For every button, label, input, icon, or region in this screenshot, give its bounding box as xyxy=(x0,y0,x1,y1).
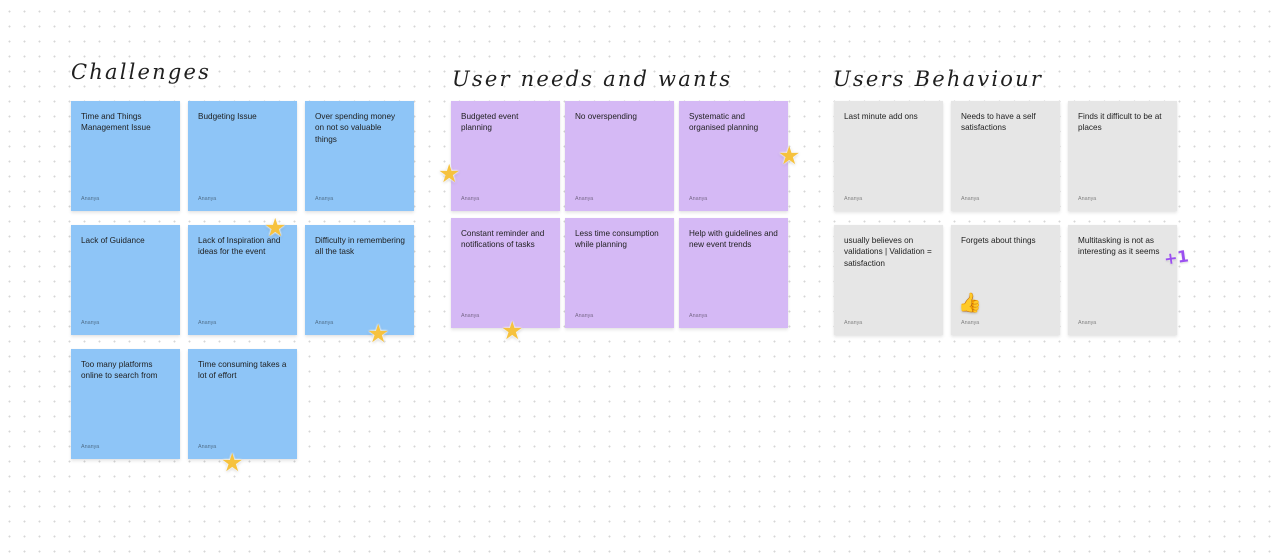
sticky-note[interactable]: Last minute add ons Ananya xyxy=(834,101,943,211)
sticky-note-author: Ananya xyxy=(575,313,594,319)
sticky-note[interactable]: Finds it difficult to be at places Anany… xyxy=(1068,101,1177,211)
sticky-note[interactable]: No overspending Ananya xyxy=(565,101,674,211)
sticky-note-author: Ananya xyxy=(198,320,217,326)
sticky-note-author: Ananya xyxy=(1078,196,1097,202)
sticky-note-text: Help with guidelines and new event trend… xyxy=(689,229,778,250)
sticky-note-author: Ananya xyxy=(315,196,334,202)
star-sticker-icon[interactable]: ★ xyxy=(367,320,390,348)
sticky-note[interactable]: Difficulty in remembering all the task A… xyxy=(305,225,414,335)
sticky-note-text: Time and Things Management Issue xyxy=(81,112,151,133)
thumbs-up-sticker-icon[interactable]: 👍 xyxy=(958,293,982,314)
sticky-note[interactable]: Systematic and organised planning Ananya xyxy=(679,101,788,211)
sticky-note-text: Too many platforms online to search from xyxy=(81,360,158,381)
sticky-note-text: Budgeted event planning xyxy=(461,112,519,133)
sticky-note[interactable]: Over spending money on not so valuable t… xyxy=(305,101,414,211)
plus-one-sticker-icon[interactable]: +1 xyxy=(1162,246,1190,269)
sticky-note[interactable]: Forgets about things Ananya xyxy=(951,225,1060,335)
sticky-note-text: Finds it difficult to be at places xyxy=(1078,112,1162,133)
sticky-note-author: Ananya xyxy=(461,313,480,319)
sticky-note-author: Ananya xyxy=(961,320,980,326)
star-sticker-icon[interactable]: ★ xyxy=(264,214,287,242)
sticky-note-author: Ananya xyxy=(689,313,708,319)
sticky-note-author: Ananya xyxy=(81,196,100,202)
user-needs-title: User needs and wants xyxy=(452,67,733,91)
star-sticker-icon[interactable]: ★ xyxy=(438,160,461,188)
sticky-note[interactable]: Multitasking is not as interesting as it… xyxy=(1068,225,1177,335)
sticky-note-text: Less time consumption while planning xyxy=(575,229,659,250)
sticky-note-text: Last minute add ons xyxy=(844,112,918,121)
sticky-note-author: Ananya xyxy=(844,196,863,202)
sticky-note-author: Ananya xyxy=(961,196,980,202)
sticky-note-author: Ananya xyxy=(81,444,100,450)
sticky-note[interactable]: Too many platforms online to search from… xyxy=(71,349,180,459)
sticky-note-text: Difficulty in remembering all the task xyxy=(315,236,405,257)
sticky-note-text: Over spending money on not so valuable t… xyxy=(315,112,396,144)
sticky-note-author: Ananya xyxy=(461,196,480,202)
sticky-note-text: Lack of Guidance xyxy=(81,236,145,245)
sticky-note-author: Ananya xyxy=(198,444,217,450)
star-sticker-icon[interactable]: ★ xyxy=(778,142,801,170)
sticky-note-text: Systematic and organised planning xyxy=(689,112,759,133)
sticky-note[interactable]: Time and Things Management Issue Ananya xyxy=(71,101,180,211)
sticky-note-author: Ananya xyxy=(1078,320,1097,326)
sticky-note-text: Multitasking is not as interesting as it… xyxy=(1078,236,1160,257)
sticky-note-text: usually believes on validations | Valida… xyxy=(844,236,932,268)
star-sticker-icon[interactable]: ★ xyxy=(501,317,524,345)
sticky-note[interactable]: Lack of Guidance Ananya xyxy=(71,225,180,335)
sticky-note-text: Constant reminder and notifications of t… xyxy=(461,229,545,250)
sticky-note-text: Time consuming takes a lot of effort xyxy=(198,360,287,381)
sticky-note-text: Forgets about things xyxy=(961,236,1036,245)
sticky-note-author: Ananya xyxy=(81,320,100,326)
sticky-note-text: Budgeting Issue xyxy=(198,112,257,121)
sticky-note-text: No overspending xyxy=(575,112,637,121)
sticky-note-author: Ananya xyxy=(844,320,863,326)
sticky-note-text: Needs to have a self satisfactions xyxy=(961,112,1036,133)
sticky-note[interactable]: Needs to have a self satisfactions Anany… xyxy=(951,101,1060,211)
sticky-note[interactable]: usually believes on validations | Valida… xyxy=(834,225,943,335)
sticky-note[interactable]: Help with guidelines and new event trend… xyxy=(679,218,788,328)
sticky-note[interactable]: Budgeting Issue Ananya xyxy=(188,101,297,211)
sticky-note[interactable]: Lack of Inspiration and ideas for the ev… xyxy=(188,225,297,335)
users-behaviour-title: Users Behaviour xyxy=(833,67,1044,91)
challenges-title: Challenges xyxy=(71,60,212,84)
sticky-note-author: Ananya xyxy=(198,196,217,202)
sticky-note[interactable]: Time consuming takes a lot of effort Ana… xyxy=(188,349,297,459)
sticky-note-text: Lack of Inspiration and ideas for the ev… xyxy=(198,236,281,257)
sticky-note[interactable]: Less time consumption while planning Ana… xyxy=(565,218,674,328)
sticky-note[interactable]: Constant reminder and notifications of t… xyxy=(451,218,560,328)
star-sticker-icon[interactable]: ★ xyxy=(221,449,244,477)
sticky-note-author: Ananya xyxy=(575,196,594,202)
sticky-note-author: Ananya xyxy=(315,320,334,326)
sticky-note-author: Ananya xyxy=(689,196,708,202)
sticky-note[interactable]: Budgeted event planning Ananya xyxy=(451,101,560,211)
